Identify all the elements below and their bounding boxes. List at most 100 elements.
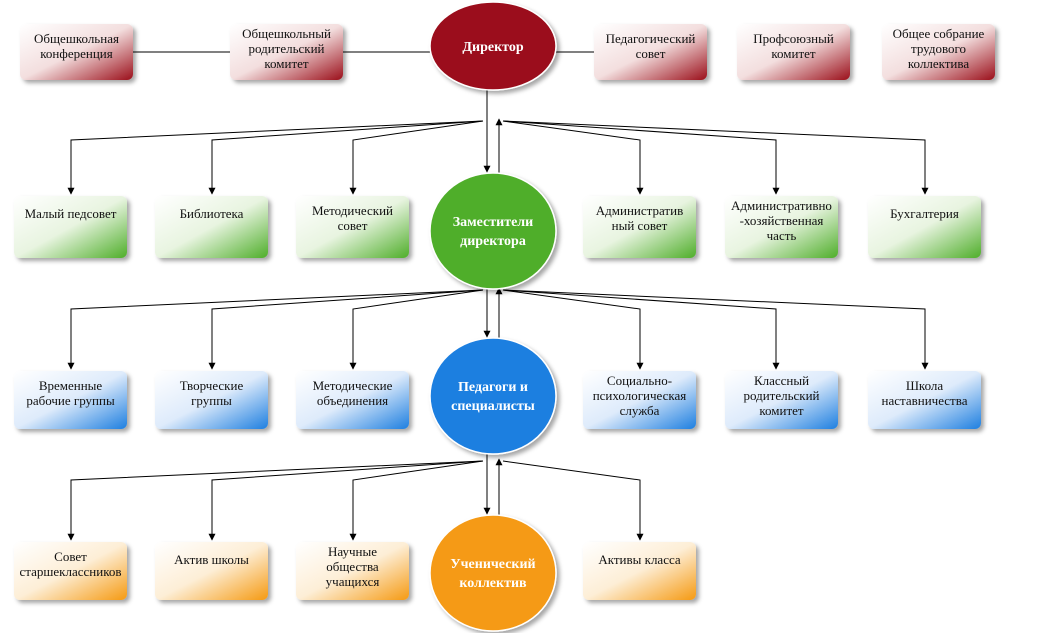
hub-label-line: специалисты: [451, 399, 535, 414]
hub-shape: [429, 1, 557, 91]
box-label-line: часть: [767, 228, 797, 243]
branch-arrow: [349, 289, 484, 370]
hub-director: Директор: [429, 1, 557, 91]
hub-teachers: Педагоги и специалисты: [429, 337, 557, 455]
box-shape: [230, 24, 343, 80]
box-library: Библиотека: [155, 196, 268, 258]
box-label-line: совет: [636, 46, 666, 61]
box-shape: [14, 542, 127, 600]
box-label-line: -хозяйственная: [740, 213, 824, 228]
box-label-line: Классный: [754, 373, 809, 388]
branch-arrow: [502, 120, 780, 195]
hub-shape: [429, 172, 557, 290]
hub-label-line: коллектив: [459, 576, 527, 591]
hub-shape: [429, 514, 557, 632]
box-label-line: Бухгалтерия: [890, 206, 959, 221]
box-school-activists: Актив школы: [155, 542, 268, 600]
box-label-line: трудового: [911, 41, 966, 56]
branch-arrow: [349, 460, 484, 541]
box-label-line: комитет: [759, 403, 804, 418]
box-label-line: Творческие: [180, 378, 244, 393]
box-label-line: служба: [620, 403, 660, 418]
branch-arrow: [502, 289, 780, 370]
box-label-line: Педагогический: [606, 31, 696, 46]
box-label-line: Методические: [313, 378, 393, 393]
box-label-line: учащихся: [326, 574, 380, 589]
box-label-line: Библиотека: [180, 206, 244, 221]
box-shape: [155, 371, 268, 429]
hub-students: Ученический коллектив: [429, 514, 557, 632]
box-label-line: совет: [338, 218, 368, 233]
box-shape: [20, 24, 133, 80]
box-class-activists: Активы класса: [583, 542, 696, 600]
box-label-line: Административно: [731, 198, 832, 213]
box-label-line: объединения: [317, 393, 388, 408]
branch-arrow: [67, 120, 484, 195]
box-label-line: Школа: [906, 378, 944, 393]
box-shape: [594, 24, 707, 80]
box-label-line: старшеклассников: [20, 564, 122, 579]
box-label-line: ный совет: [612, 218, 668, 233]
box-shape: [868, 371, 981, 429]
hub-label-line: Директор: [462, 40, 523, 55]
box-label-line: коллектива: [908, 56, 969, 71]
box-label-line: группы: [191, 393, 232, 408]
branch-arrow: [349, 120, 484, 195]
hub-label-line: Заместители: [453, 215, 533, 230]
hub-label-line: Педагоги и: [458, 380, 528, 395]
box-label-line: Актив школы: [174, 552, 249, 567]
branch-arrow: [208, 120, 484, 195]
hub-deputies: Заместители директора: [429, 172, 557, 290]
branch-arrow: [502, 120, 644, 195]
box-small-pedcouncil: Малый педсовет: [14, 196, 127, 258]
box-shape: [725, 196, 838, 258]
box-label-line: Временные: [39, 378, 103, 393]
box-shape: [14, 196, 127, 258]
box-shape: [155, 542, 268, 600]
box-label-line: Общее собрание: [893, 26, 985, 41]
box-shape: [14, 371, 127, 429]
box-shape: [868, 196, 981, 258]
hub-shape: [429, 337, 557, 455]
box-label-line: Научные: [328, 544, 377, 559]
branch-arrow: [502, 460, 644, 541]
branch-arrow: [502, 120, 929, 195]
hub-label-line: директора: [460, 234, 526, 249]
branch-arrow: [502, 289, 929, 370]
box-shape: [737, 24, 850, 80]
box-label-line: комитет: [264, 56, 309, 71]
box-shape: [155, 196, 268, 258]
box-label-line: конференция: [40, 46, 112, 61]
hub-label-line: Ученический: [450, 557, 535, 572]
branch-arrow: [67, 289, 484, 370]
box-shape: [583, 371, 696, 429]
box-label-line: Совет: [54, 549, 87, 564]
box-label-line: наставничества: [882, 393, 968, 408]
box-label-line: родительский: [743, 388, 819, 403]
box-shape: [583, 196, 696, 258]
branch-arrow: [208, 460, 484, 541]
box-label-line: Административ: [596, 203, 683, 218]
box-shape: [296, 371, 409, 429]
box-label-line: Методический: [312, 203, 393, 218]
box-label-line: общества: [326, 559, 379, 574]
connector-lines: [67, 51, 929, 541]
box-accounting: Бухгалтерия: [868, 196, 981, 258]
box-shape: [296, 196, 409, 258]
box-label-line: Общешкольная: [34, 31, 119, 46]
